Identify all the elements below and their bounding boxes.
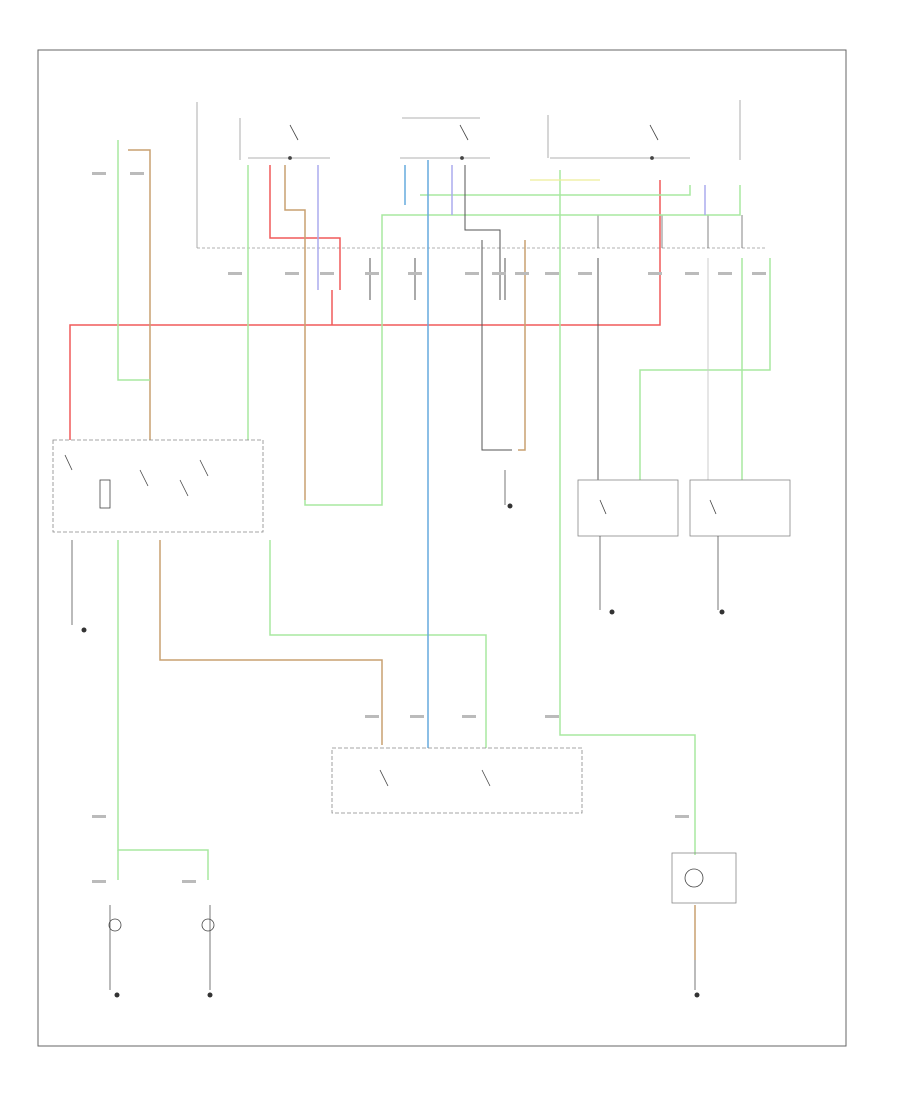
ground-symbol-icon <box>81 503 725 998</box>
switch-contact-icon <box>64 454 209 509</box>
multifunction-switch-box <box>52 439 264 533</box>
wire-black-group <box>369 165 599 480</box>
switch-contact-icon <box>599 499 717 515</box>
wire-red <box>69 180 661 440</box>
wire-code-ticks <box>92 172 766 883</box>
relay-box-left <box>577 479 679 537</box>
wire-tan-left <box>128 149 151 440</box>
wire-green-left-down <box>117 540 209 880</box>
lamp-module-box <box>671 852 737 904</box>
relay-box-right <box>689 479 791 537</box>
fuse-cluster <box>597 215 743 248</box>
lamp-bulb-icon <box>684 868 704 888</box>
wire-green-mid <box>269 540 487 748</box>
switch-contact-icon <box>379 769 491 787</box>
switch-contact-icon <box>288 124 659 160</box>
wire-green-upper <box>420 185 691 196</box>
wire-tan-bottom <box>159 540 383 745</box>
diagram-border <box>37 49 847 1047</box>
lamp-bulb-icon <box>108 918 215 932</box>
top-fuse-relay-block <box>196 100 765 249</box>
wire-tan-mid <box>284 165 306 500</box>
wire-green-right <box>639 258 771 480</box>
hazard-switch-box <box>331 747 583 814</box>
wire-green-left <box>117 140 150 381</box>
ground-drops <box>71 470 719 990</box>
wire-tan-right <box>518 240 526 451</box>
wire-green-switch <box>304 185 741 506</box>
wire-green-long <box>559 170 696 855</box>
